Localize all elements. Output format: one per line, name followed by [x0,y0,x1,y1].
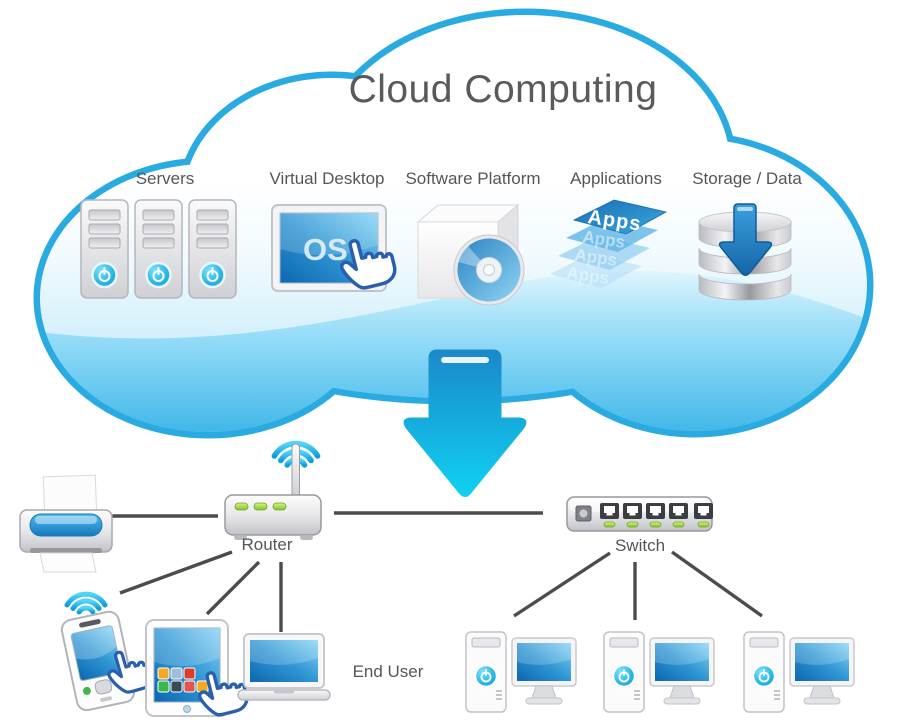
router-label: Router [241,535,293,554]
laptop-icon [237,633,331,701]
switch-leds [603,521,710,528]
wireless-router-icon [224,440,322,540]
hand-cursor-icon [197,671,249,717]
switch-ports [600,503,713,519]
page-title: Cloud Computing [348,68,658,111]
connection-switch-desktop1 [513,551,611,618]
tablet-icon [145,619,249,717]
download-arrow-icon [718,203,773,276]
printer-icon [19,474,113,573]
software-box-cd-icon [416,203,525,306]
cd-disc-icon [453,234,525,306]
cloud-to-network-arrow-icon [403,349,527,497]
wifi-icon [64,591,108,615]
end-user-label: End User [352,662,424,681]
network-switch-icon [566,496,713,532]
desktop-computer-icon [743,631,855,713]
app-icons-grid [157,667,209,693]
service-label-software-platform: Software Platform [405,169,541,188]
hand-cursor-icon [339,239,397,290]
connection-switch-desktop3 [671,550,763,618]
desktop-computer-icon [603,631,715,713]
service-label-servers: Servers [135,169,195,188]
os-screen-text: OS [303,232,348,267]
power-button-icon [751,663,777,689]
connection-router-tablet [205,560,261,616]
power-button-icon [611,663,637,689]
service-label-applications: Applications [570,169,662,188]
service-label-storage-data: Storage / Data [692,169,802,188]
connection-router-smartphone [119,550,233,595]
smartphone-icon [60,591,156,712]
desktop-computer-icon [465,631,577,713]
apps-stack-icon: Apps Apps Apps Apps [550,199,668,288]
server-towers-icon [80,199,237,299]
switch-label: Switch [614,536,666,555]
call-button-icon [82,686,91,695]
os-monitor-icon: OS [271,204,397,292]
service-label-virtual-desktop: Virtual Desktop [269,169,385,188]
power-button-icon [473,663,499,689]
database-download-icon [698,203,792,301]
router-leds [234,502,287,511]
